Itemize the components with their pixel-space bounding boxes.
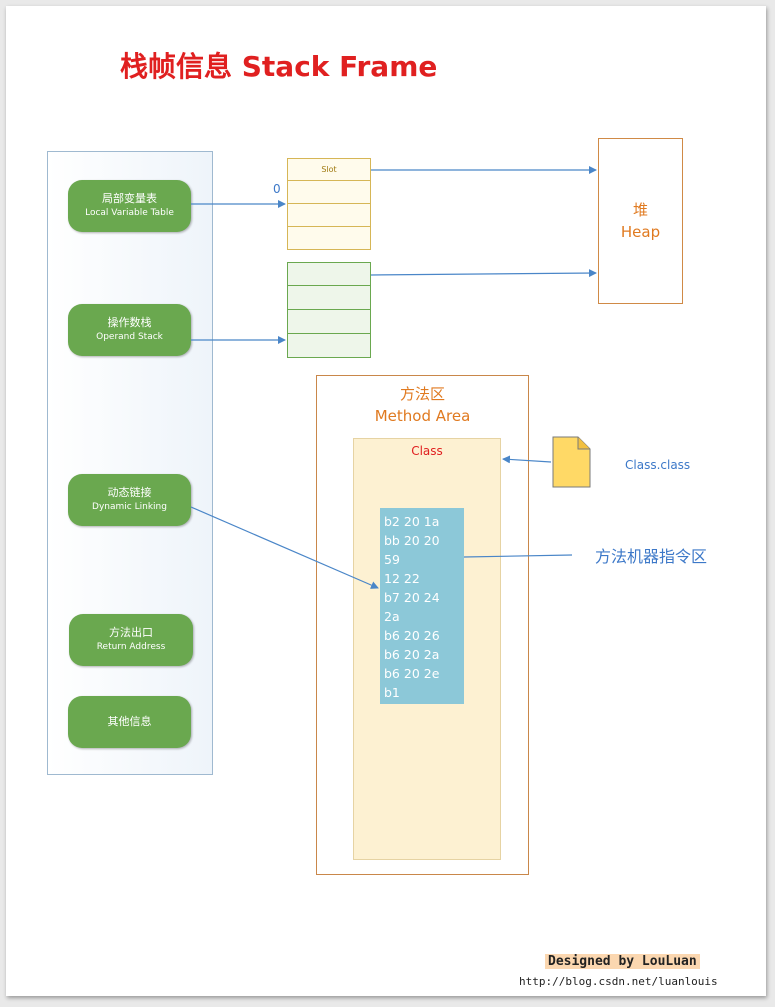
heap-en: Heap — [620, 223, 661, 241]
bytecode-line: 12 22 — [384, 571, 420, 586]
return-address-node: 方法出口 Return Address — [69, 614, 193, 666]
slot-cell — [287, 227, 371, 250]
local-variable-slots: Slot — [287, 158, 371, 250]
bytecode-line: b6 20 2a — [384, 647, 440, 662]
bytecode-line: bb 20 20 — [384, 533, 440, 548]
bytecode-line: b7 20 24 — [384, 590, 440, 605]
operand-stack-cells — [287, 262, 371, 358]
bytecode-line: 59 — [384, 552, 400, 567]
return-address-zh: 方法出口 — [109, 626, 153, 639]
method-area-en: Method Area — [374, 407, 471, 425]
local-variable-table-en: Local Variable Table — [85, 208, 174, 218]
heap-zh: 堆 — [632, 201, 648, 219]
method-area-title: 方法区 Method Area — [316, 383, 529, 427]
instruction-area-label: 方法机器指令区 — [595, 547, 708, 566]
operand-to-heap-arrow — [370, 269, 597, 278]
slot-cell — [287, 181, 371, 204]
instruction-label-line — [463, 554, 573, 558]
dynamic-linking-en: Dynamic Linking — [92, 502, 167, 512]
operand-stack-en: Operand Stack — [96, 332, 163, 342]
bytecode-block: b2 20 1a bb 20 20 59 12 22 b7 20 24 2a b… — [380, 508, 464, 704]
operand-cell — [287, 334, 371, 358]
dynamic-linking-zh: 动态链接 — [107, 486, 152, 499]
blog-url: http://blog.csdn.net/luanlouis — [519, 975, 718, 988]
operand-cell — [287, 286, 371, 310]
designer-credit: Designed by LouLuan — [545, 954, 700, 969]
page-title: 栈帧信息 Stack Frame — [120, 50, 438, 83]
method-area-zh: 方法区 — [399, 385, 445, 403]
slot-cell — [287, 204, 371, 227]
dynamic-linking-node: 动态链接 Dynamic Linking — [68, 474, 191, 526]
other-info-zh: 其他信息 — [107, 715, 152, 728]
local-variable-table-node: 局部变量表 Local Variable Table — [68, 180, 191, 232]
operand-stack-node: 操作数栈 Operand Stack — [68, 304, 191, 356]
file-icon — [552, 436, 591, 488]
slot-index-zero: 0 — [273, 182, 281, 196]
stack-frame-panel — [47, 151, 213, 775]
file-to-class-arrow — [502, 455, 552, 464]
return-address-en: Return Address — [96, 642, 166, 652]
bytecode-line: b1 — [384, 685, 400, 700]
bytecode-line: b2 20 1a — [384, 514, 440, 529]
bytecode-line: 2a — [384, 609, 400, 624]
bytecode-line: b6 20 26 — [384, 628, 440, 643]
operand-cell — [287, 262, 371, 286]
dynamic-linking-arrow — [190, 506, 379, 589]
bytecode-line: b6 20 2e — [384, 666, 440, 681]
class-label: Class — [411, 444, 443, 458]
operand-cell — [287, 310, 371, 334]
heap-box: 堆 Heap — [598, 138, 683, 304]
local-variable-table-zh: 局部变量表 — [102, 192, 157, 205]
operand-stack-zh: 操作数栈 — [107, 316, 152, 329]
class-file-label: Class.class — [625, 458, 691, 472]
other-info-node: 其他信息 — [68, 696, 191, 748]
slot-header: Slot — [287, 158, 371, 181]
